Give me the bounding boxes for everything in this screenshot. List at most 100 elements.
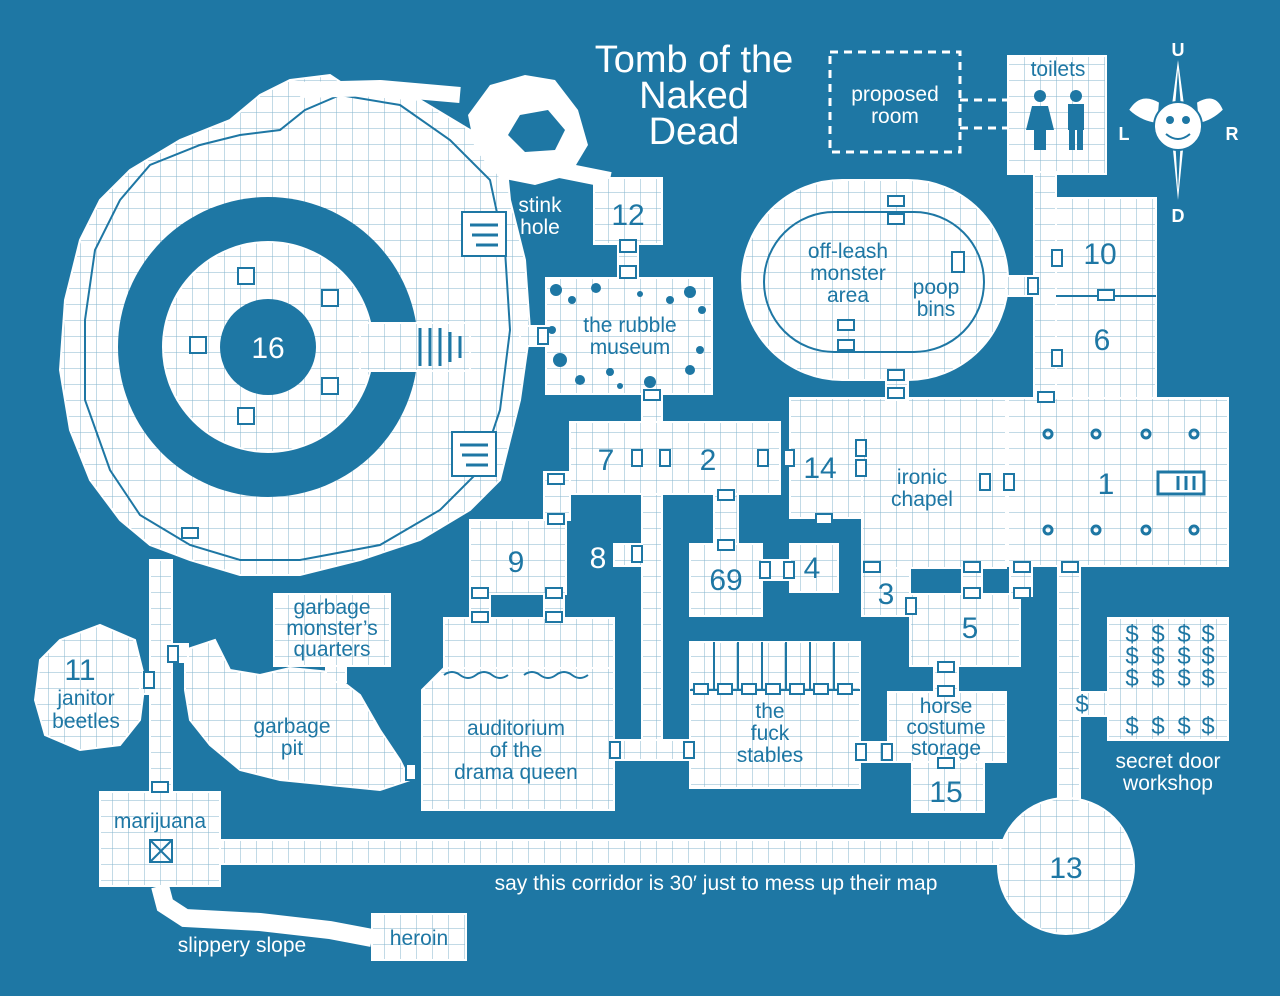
ring-16-stairs <box>418 328 462 366</box>
auditorium-curtain <box>443 671 589 679</box>
door <box>717 489 735 501</box>
door <box>1027 277 1039 295</box>
room-12 <box>593 177 663 245</box>
door <box>783 561 795 579</box>
door <box>181 527 199 539</box>
room-9 <box>469 519 567 595</box>
svg-text:$: $ <box>1177 665 1190 692</box>
label-stink-hole-2: hole <box>520 216 560 239</box>
label-slope: slippery slope <box>178 934 306 957</box>
label-auditorium-3: drama queen <box>454 761 578 784</box>
slippery-slope <box>151 883 374 947</box>
cavern-stair-se <box>451 431 497 477</box>
door <box>837 339 855 351</box>
svg-text:$: $ <box>1151 621 1164 648</box>
poop-bin <box>951 251 965 273</box>
svg-text:$: $ <box>1125 643 1138 670</box>
label-poop-2: bins <box>917 298 956 321</box>
door <box>783 449 795 467</box>
label-heroin: heroin <box>390 927 448 950</box>
title-line-2: Naked <box>639 75 749 117</box>
door <box>757 449 769 467</box>
svg-text:$: $ <box>1201 713 1214 740</box>
door <box>619 239 637 253</box>
label-ironic-1: ironic <box>897 466 947 489</box>
door <box>863 561 881 573</box>
room-secret-workshop <box>1107 617 1229 741</box>
label-poop-1: poop <box>913 276 960 299</box>
label-offleash-1: off-leash <box>808 240 888 263</box>
label-13: 13 <box>1049 852 1082 885</box>
door <box>167 645 179 663</box>
rubble-debris <box>548 283 706 389</box>
door <box>643 389 661 401</box>
workshop-money: $$ $$ $$ $$ $$ $$ $$ $$ $ <box>1075 621 1214 740</box>
label-horse-1: horse <box>920 695 973 718</box>
door <box>545 587 563 599</box>
corridor-quarters-pit <box>325 665 347 683</box>
svg-text:$: $ <box>1177 621 1190 648</box>
door <box>405 763 417 781</box>
room-4 <box>789 543 839 593</box>
door <box>963 587 981 599</box>
door <box>887 369 905 381</box>
svg-text:$: $ <box>1201 643 1214 670</box>
door <box>905 597 917 615</box>
svg-text:$: $ <box>1075 691 1088 718</box>
label-12: 12 <box>611 199 644 232</box>
door <box>765 683 781 695</box>
room-heroin <box>371 913 467 961</box>
svg-text:$: $ <box>1177 643 1190 670</box>
svg-text:$: $ <box>1151 665 1164 692</box>
title-line-1: Tomb of the <box>595 39 794 81</box>
door <box>741 683 757 695</box>
label-rubble-2: museum <box>590 336 671 359</box>
door <box>1003 473 1015 491</box>
door <box>619 265 637 279</box>
label-garbage-pit-1: garbage <box>253 715 330 738</box>
label-toilets: toilets <box>1031 58 1086 81</box>
door <box>855 459 867 477</box>
label-stables-1: the <box>755 700 784 723</box>
label-11: 11 <box>64 654 95 687</box>
corridor-workshop <box>1079 691 1111 717</box>
door <box>855 743 867 761</box>
room-1-pillars <box>1042 428 1200 536</box>
door <box>631 545 643 563</box>
room-5 <box>909 593 1021 667</box>
door <box>813 683 829 695</box>
label-gq-1: garbage <box>293 596 370 619</box>
label-auditorium-1: auditorium <box>467 717 565 740</box>
cave-11 <box>33 623 147 752</box>
label-5: 5 <box>962 612 979 645</box>
label-offleash-2: monster <box>810 262 886 285</box>
door <box>151 781 169 793</box>
title-line-3: Dead <box>649 111 740 153</box>
door <box>837 683 853 695</box>
label-janitor-2: beetles <box>52 710 120 733</box>
ring-16-gap <box>359 322 471 372</box>
label-rubble-1: the rubble <box>583 314 676 337</box>
label-69: 69 <box>709 564 742 597</box>
door <box>1013 587 1031 599</box>
label-15: 15 <box>929 776 962 809</box>
label-14: 14 <box>803 452 836 485</box>
door <box>1051 249 1063 267</box>
proposed-room <box>828 50 962 154</box>
door <box>717 683 733 695</box>
label-gq-3: quarters <box>293 638 370 661</box>
door <box>963 561 981 573</box>
svg-text:$: $ <box>1177 713 1190 740</box>
label-secret-2: workshop <box>1122 772 1213 795</box>
door <box>1037 391 1055 403</box>
corridor-2-69 <box>713 493 739 545</box>
room-3 <box>861 567 911 617</box>
room-13 <box>997 797 1135 935</box>
ring-16-alcoves <box>189 267 339 425</box>
label-auditorium-2: of the <box>490 739 543 762</box>
compass-right: R <box>1226 124 1239 144</box>
label-2: 2 <box>700 444 717 477</box>
compass-left: L <box>1119 124 1130 144</box>
label-proposed-2: room <box>871 105 919 128</box>
